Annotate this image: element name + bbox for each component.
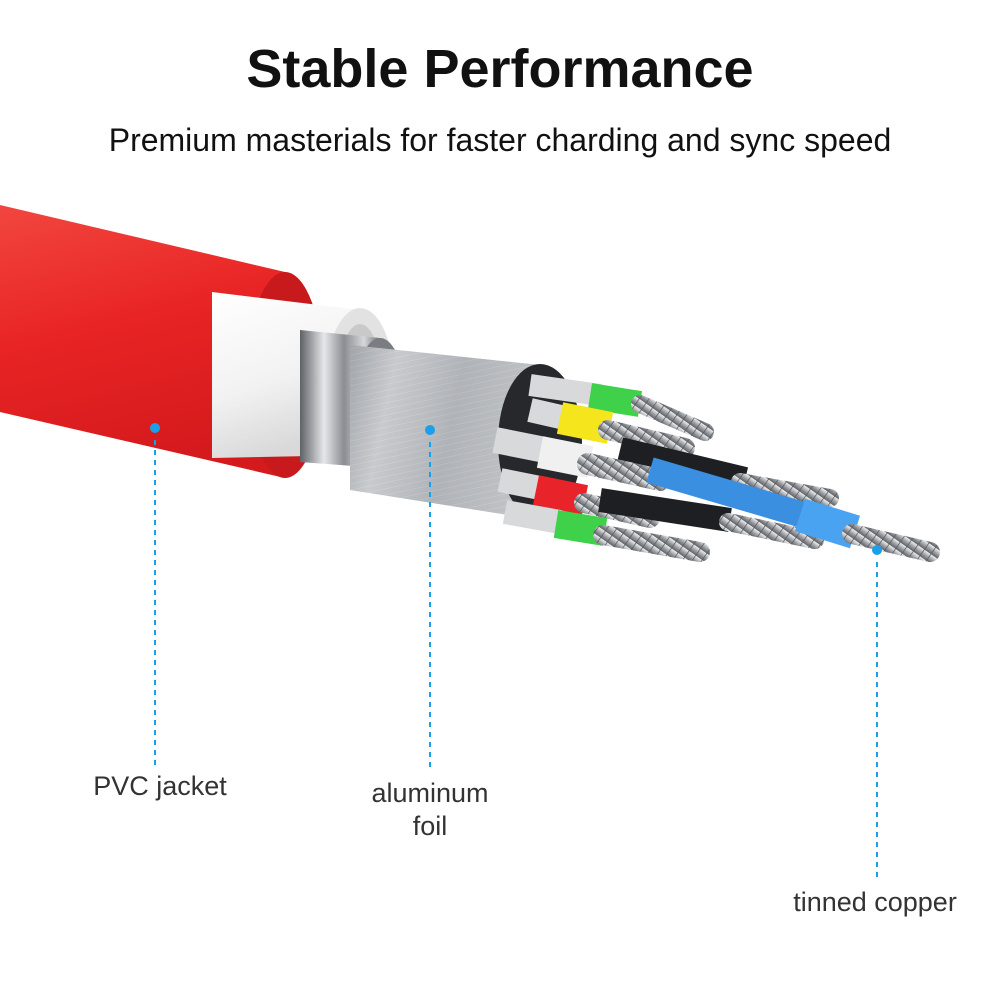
wire-green-bottom — [502, 500, 710, 562]
pvc-jacket-label: PVC jacket — [93, 771, 227, 801]
wire-yellow — [527, 398, 695, 458]
wire-blue — [646, 457, 940, 562]
wire-bundle — [492, 374, 940, 562]
aluminum-foil-label-line-1: aluminum — [371, 778, 489, 808]
pvc-jacket-callout — [150, 423, 160, 768]
page-subtitle: Premium masterials for faster charding a… — [108, 122, 892, 158]
wire-black-upper — [616, 437, 839, 507]
aluminum-foil-callout — [425, 425, 435, 768]
wire-black-lower — [598, 488, 824, 549]
wire-green-top — [528, 374, 714, 441]
tinned-copper-callout — [872, 545, 882, 880]
aluminum-foil-label-line-2: foil — [412, 811, 448, 841]
tinned-copper-label: tinned copper — [793, 887, 957, 917]
aluminum-foil-label: aluminum foil — [340, 777, 520, 843]
page-title: Stable Performance — [246, 39, 754, 99]
